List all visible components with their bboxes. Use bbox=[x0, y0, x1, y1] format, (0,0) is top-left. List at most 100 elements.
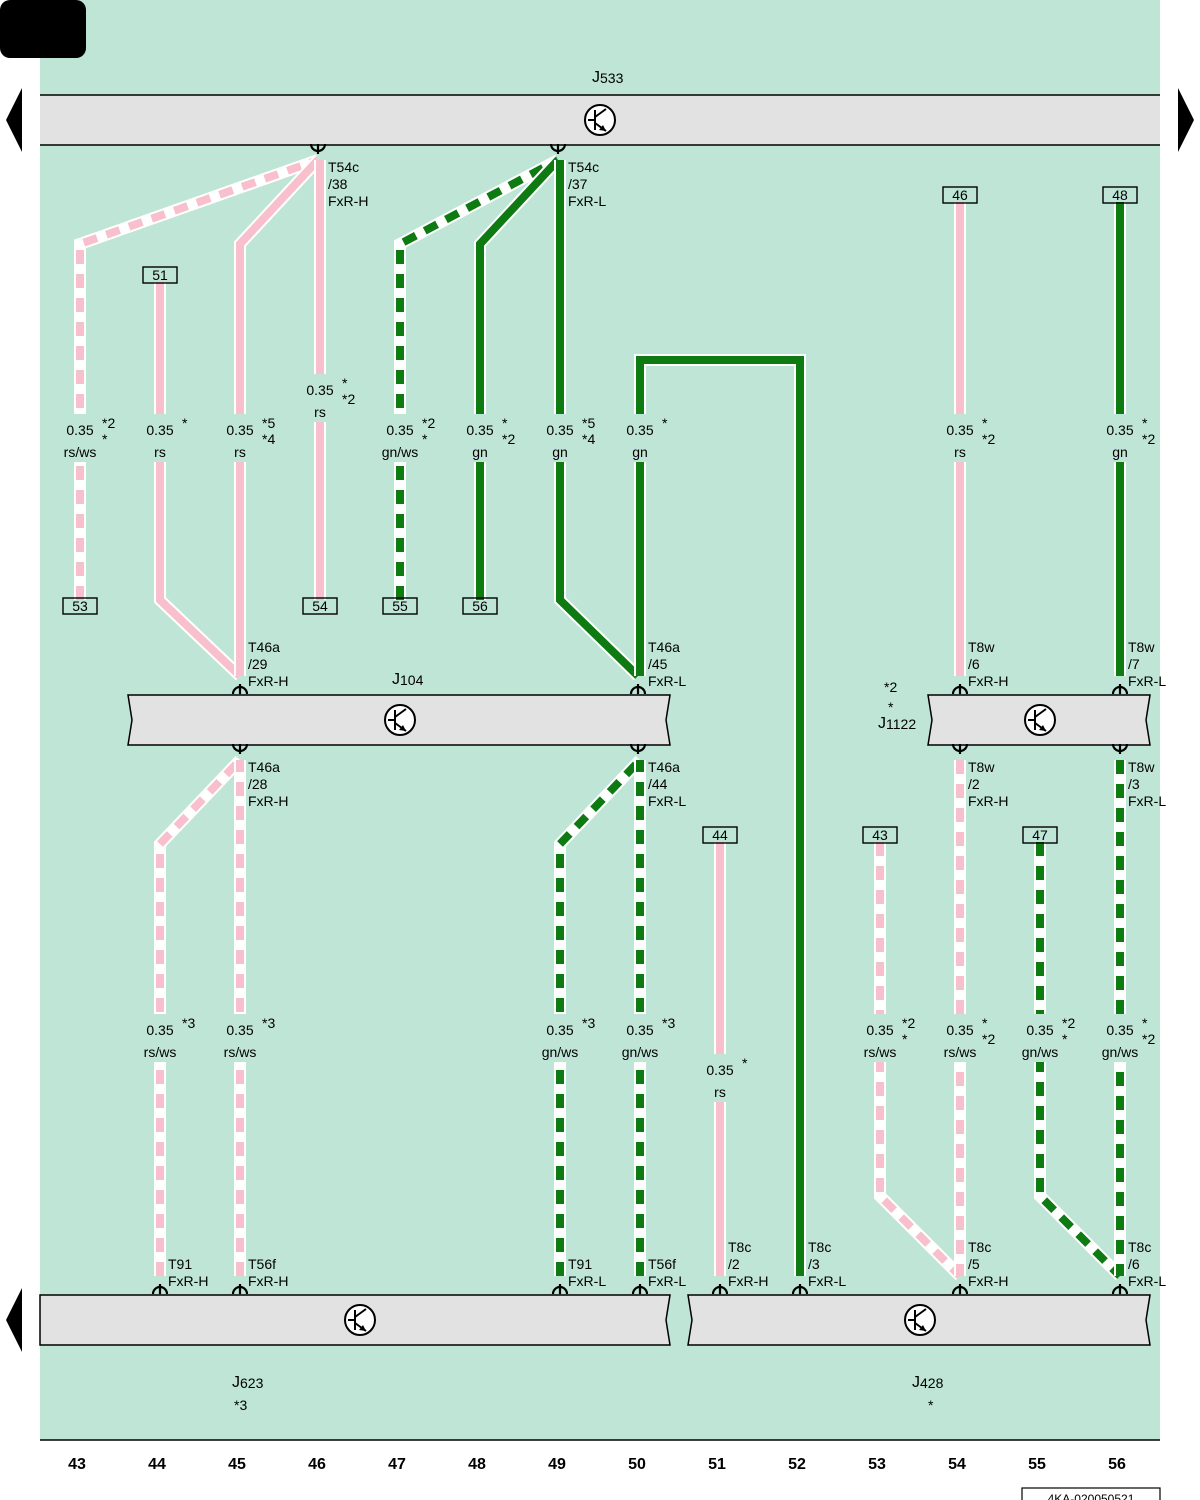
svg-text:0.35: 0.35 bbox=[946, 1022, 973, 1038]
svg-text:0.35: 0.35 bbox=[226, 1022, 253, 1038]
label-j1122-mark2: * bbox=[888, 699, 894, 715]
connector-pin-icon bbox=[951, 743, 969, 754]
svg-text:0.35: 0.35 bbox=[946, 422, 973, 438]
module-j623 bbox=[39, 1294, 671, 1346]
ref-box-55[interactable]: 55 bbox=[382, 597, 418, 615]
module-j104 bbox=[127, 694, 671, 746]
column-number: 51 bbox=[708, 1456, 726, 1473]
connector-pin-icon bbox=[151, 1284, 169, 1295]
label-j104: J104 bbox=[392, 671, 424, 688]
ref-box-47[interactable]: 47 bbox=[1022, 826, 1058, 844]
svg-text:54: 54 bbox=[312, 598, 328, 614]
column-number: 50 bbox=[628, 1456, 646, 1473]
svg-text:*4: *4 bbox=[582, 431, 595, 447]
connector-pin-icon bbox=[1111, 684, 1129, 695]
svg-text:48: 48 bbox=[1112, 187, 1128, 203]
svg-text:47: 47 bbox=[1032, 827, 1048, 843]
svg-text:*2: *2 bbox=[502, 431, 515, 447]
connector-pin-icon bbox=[231, 1284, 249, 1295]
column-number: 47 bbox=[388, 1456, 406, 1473]
svg-text:*2: *2 bbox=[982, 431, 995, 447]
svg-text:*2: *2 bbox=[1062, 1015, 1075, 1031]
svg-text:gn: gn bbox=[472, 444, 488, 460]
svg-text:*: * bbox=[662, 415, 668, 431]
svg-text:rs/ws: rs/ws bbox=[144, 1044, 177, 1060]
column-number: 54 bbox=[948, 1456, 966, 1473]
prev-page-arrow-bottom[interactable] bbox=[6, 1288, 22, 1352]
wire-w11 bbox=[154, 755, 245, 1276]
wire-w16 bbox=[874, 842, 965, 1281]
connector-pin-icon bbox=[711, 1284, 729, 1295]
svg-text:*5: *5 bbox=[262, 415, 275, 431]
connector-pin-icon bbox=[951, 684, 969, 695]
ref-box-43[interactable]: 43 bbox=[862, 826, 898, 844]
svg-text:53: 53 bbox=[72, 598, 88, 614]
svg-text:gn: gn bbox=[552, 444, 568, 460]
svg-text:gn: gn bbox=[1112, 444, 1128, 460]
svg-text:0.35: 0.35 bbox=[1106, 1022, 1133, 1038]
ref-box-53[interactable]: 53 bbox=[62, 597, 98, 615]
wire-label-w11: 0.35 rs/ws *3 bbox=[130, 1014, 195, 1062]
svg-text:rs: rs bbox=[234, 444, 246, 460]
module-j533 bbox=[40, 94, 1160, 146]
svg-text:0.35: 0.35 bbox=[146, 1022, 173, 1038]
svg-text:rs: rs bbox=[714, 1084, 726, 1100]
column-number: 48 bbox=[468, 1456, 486, 1473]
next-page-arrow[interactable] bbox=[1178, 88, 1194, 152]
svg-text:*3: *3 bbox=[182, 1015, 195, 1031]
svg-text:*2: *2 bbox=[422, 415, 435, 431]
svg-text:*: * bbox=[1062, 1031, 1068, 1047]
svg-text:*2: *2 bbox=[1142, 1031, 1155, 1047]
svg-text:0.35: 0.35 bbox=[466, 422, 493, 438]
svg-text:55: 55 bbox=[392, 598, 408, 614]
prev-page-arrow-top[interactable] bbox=[6, 88, 22, 152]
svg-text:*2: *2 bbox=[102, 415, 115, 431]
label-j428: J428 bbox=[912, 1374, 944, 1391]
column-number: 46 bbox=[308, 1456, 326, 1473]
svg-text:0.35: 0.35 bbox=[306, 382, 333, 398]
label-j623-mark: *3 bbox=[234, 1397, 247, 1413]
ref-box-44[interactable]: 44 bbox=[702, 826, 738, 844]
transistor-icon bbox=[904, 1304, 936, 1336]
label-j1122: J1122 bbox=[878, 715, 916, 732]
svg-text:*: * bbox=[742, 1055, 748, 1071]
connector-pin-icon bbox=[309, 143, 327, 154]
svg-text:*3: *3 bbox=[582, 1015, 595, 1031]
ref-box-48[interactable]: 48 bbox=[1102, 186, 1138, 204]
wire-w2 bbox=[154, 282, 245, 681]
svg-text:0.35: 0.35 bbox=[626, 1022, 653, 1038]
doc-id-box: 4KA-020050521 bbox=[1021, 1487, 1161, 1500]
svg-text:0.35: 0.35 bbox=[66, 422, 93, 438]
svg-text:0.35: 0.35 bbox=[706, 1062, 733, 1078]
ref-box-51[interactable]: 51 bbox=[142, 266, 178, 284]
column-number: 44 bbox=[148, 1456, 166, 1473]
wire-label-w15: 0.35 rs * bbox=[690, 1054, 750, 1102]
svg-text:gn/ws: gn/ws bbox=[542, 1044, 579, 1060]
wire-w7 bbox=[554, 160, 643, 681]
connector-pin-icon bbox=[631, 1284, 649, 1295]
svg-text:*: * bbox=[982, 415, 988, 431]
column-number: 56 bbox=[1108, 1456, 1126, 1473]
transistor-icon bbox=[384, 704, 416, 736]
wire-w8 bbox=[634, 354, 806, 1276]
ref-box-54[interactable]: 54 bbox=[302, 597, 338, 615]
svg-text:*2: *2 bbox=[982, 1031, 995, 1047]
svg-text:*: * bbox=[102, 431, 108, 447]
ref-box-46[interactable]: 46 bbox=[942, 186, 978, 204]
connector-pin-icon bbox=[549, 143, 567, 154]
ref-box-56[interactable]: 56 bbox=[462, 597, 498, 615]
